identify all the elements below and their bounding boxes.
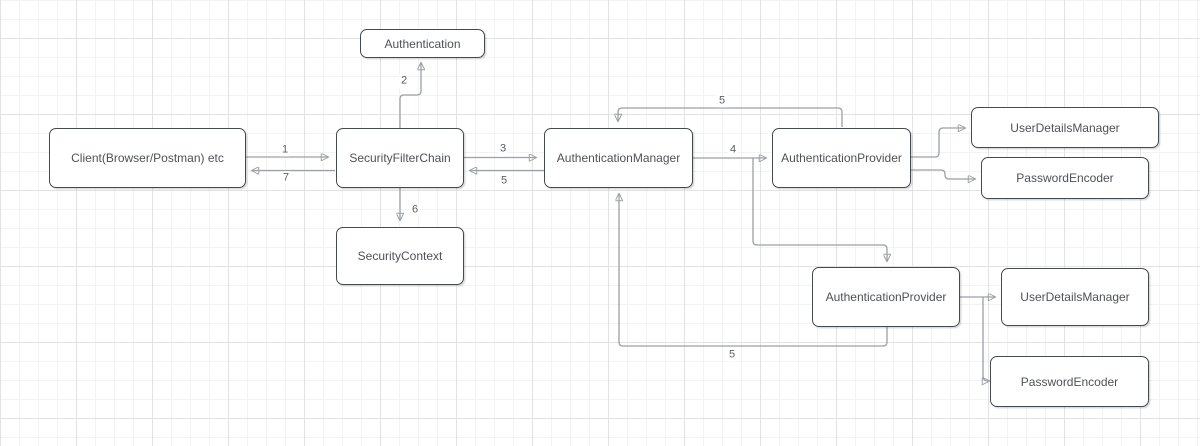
edge-label-step-2: 2 — [398, 74, 410, 88]
edge-label-step-6: 6 — [409, 203, 421, 217]
edge-authenticationprovider1-to-authenticationmanager[interactable] — [618, 107, 843, 127]
edge-label-step-3: 3 — [497, 142, 509, 156]
edge-authenticationprovider2-to-authenticationmanager[interactable] — [619, 194, 888, 347]
edge-authenticationprovider1-to-userdetailsmanager1[interactable] — [911, 128, 965, 158]
node-user-details-manager-2-label: UserDetailsManager — [1020, 290, 1130, 304]
node-authentication[interactable]: Authentication — [360, 29, 485, 58]
node-authentication-provider-2-label: AuthenticationProvider — [825, 290, 947, 304]
node-password-encoder-2[interactable]: PasswordEncoder — [990, 356, 1149, 407]
node-security-context-label: SecurityContext — [357, 249, 443, 263]
node-user-details-manager-1-label: UserDetailsManager — [1010, 120, 1120, 135]
node-password-encoder-1[interactable]: PasswordEncoder — [981, 157, 1149, 199]
node-authentication-provider-1-label: AuthenticationProvider — [781, 151, 902, 165]
node-password-encoder-1-label: PasswordEncoder — [1016, 171, 1114, 185]
node-authentication-provider-2[interactable]: AuthenticationProvider — [812, 267, 960, 327]
node-security-filter-chain-label: SecurityFilterChain — [349, 151, 451, 165]
node-client-label: Client(Browser/Postman) etc — [71, 151, 224, 165]
edge-label-step-1: 1 — [279, 143, 291, 157]
node-authentication-manager-label: AuthenticationManager — [556, 151, 681, 165]
edge-authenticationprovider1-to-passwordencoder1[interactable] — [911, 169, 975, 179]
edge-authenticationprovider2-to-passwordencoder2[interactable] — [983, 297, 989, 381]
node-authentication-manager[interactable]: AuthenticationManager — [544, 128, 693, 188]
node-authentication-label: Authentication — [384, 36, 461, 51]
edge-label-step-4: 4 — [727, 143, 739, 157]
edge-label-step-7: 7 — [280, 171, 292, 185]
edge-authenticationmanager-to-authenticationprovider2[interactable] — [752, 158, 887, 261]
node-user-details-manager-2[interactable]: UserDetailsManager — [1001, 268, 1149, 326]
edge-securityfilterchain-to-authentication[interactable] — [399, 63, 421, 128]
edge-label-step-5-top: 5 — [716, 94, 728, 108]
edge-label-step-5-mid: 5 — [498, 174, 510, 188]
edge-label-step-5-bottom: 5 — [726, 348, 738, 362]
node-user-details-manager-1[interactable]: UserDetailsManager — [971, 107, 1159, 148]
node-password-encoder-2-label: PasswordEncoder — [1020, 374, 1119, 389]
node-authentication-provider-1[interactable]: AuthenticationProvider — [772, 128, 911, 188]
node-security-context[interactable]: SecurityContext — [336, 227, 464, 285]
node-security-filter-chain[interactable]: SecurityFilterChain — [336, 128, 464, 188]
node-client[interactable]: Client(Browser/Postman) etc — [49, 128, 246, 188]
